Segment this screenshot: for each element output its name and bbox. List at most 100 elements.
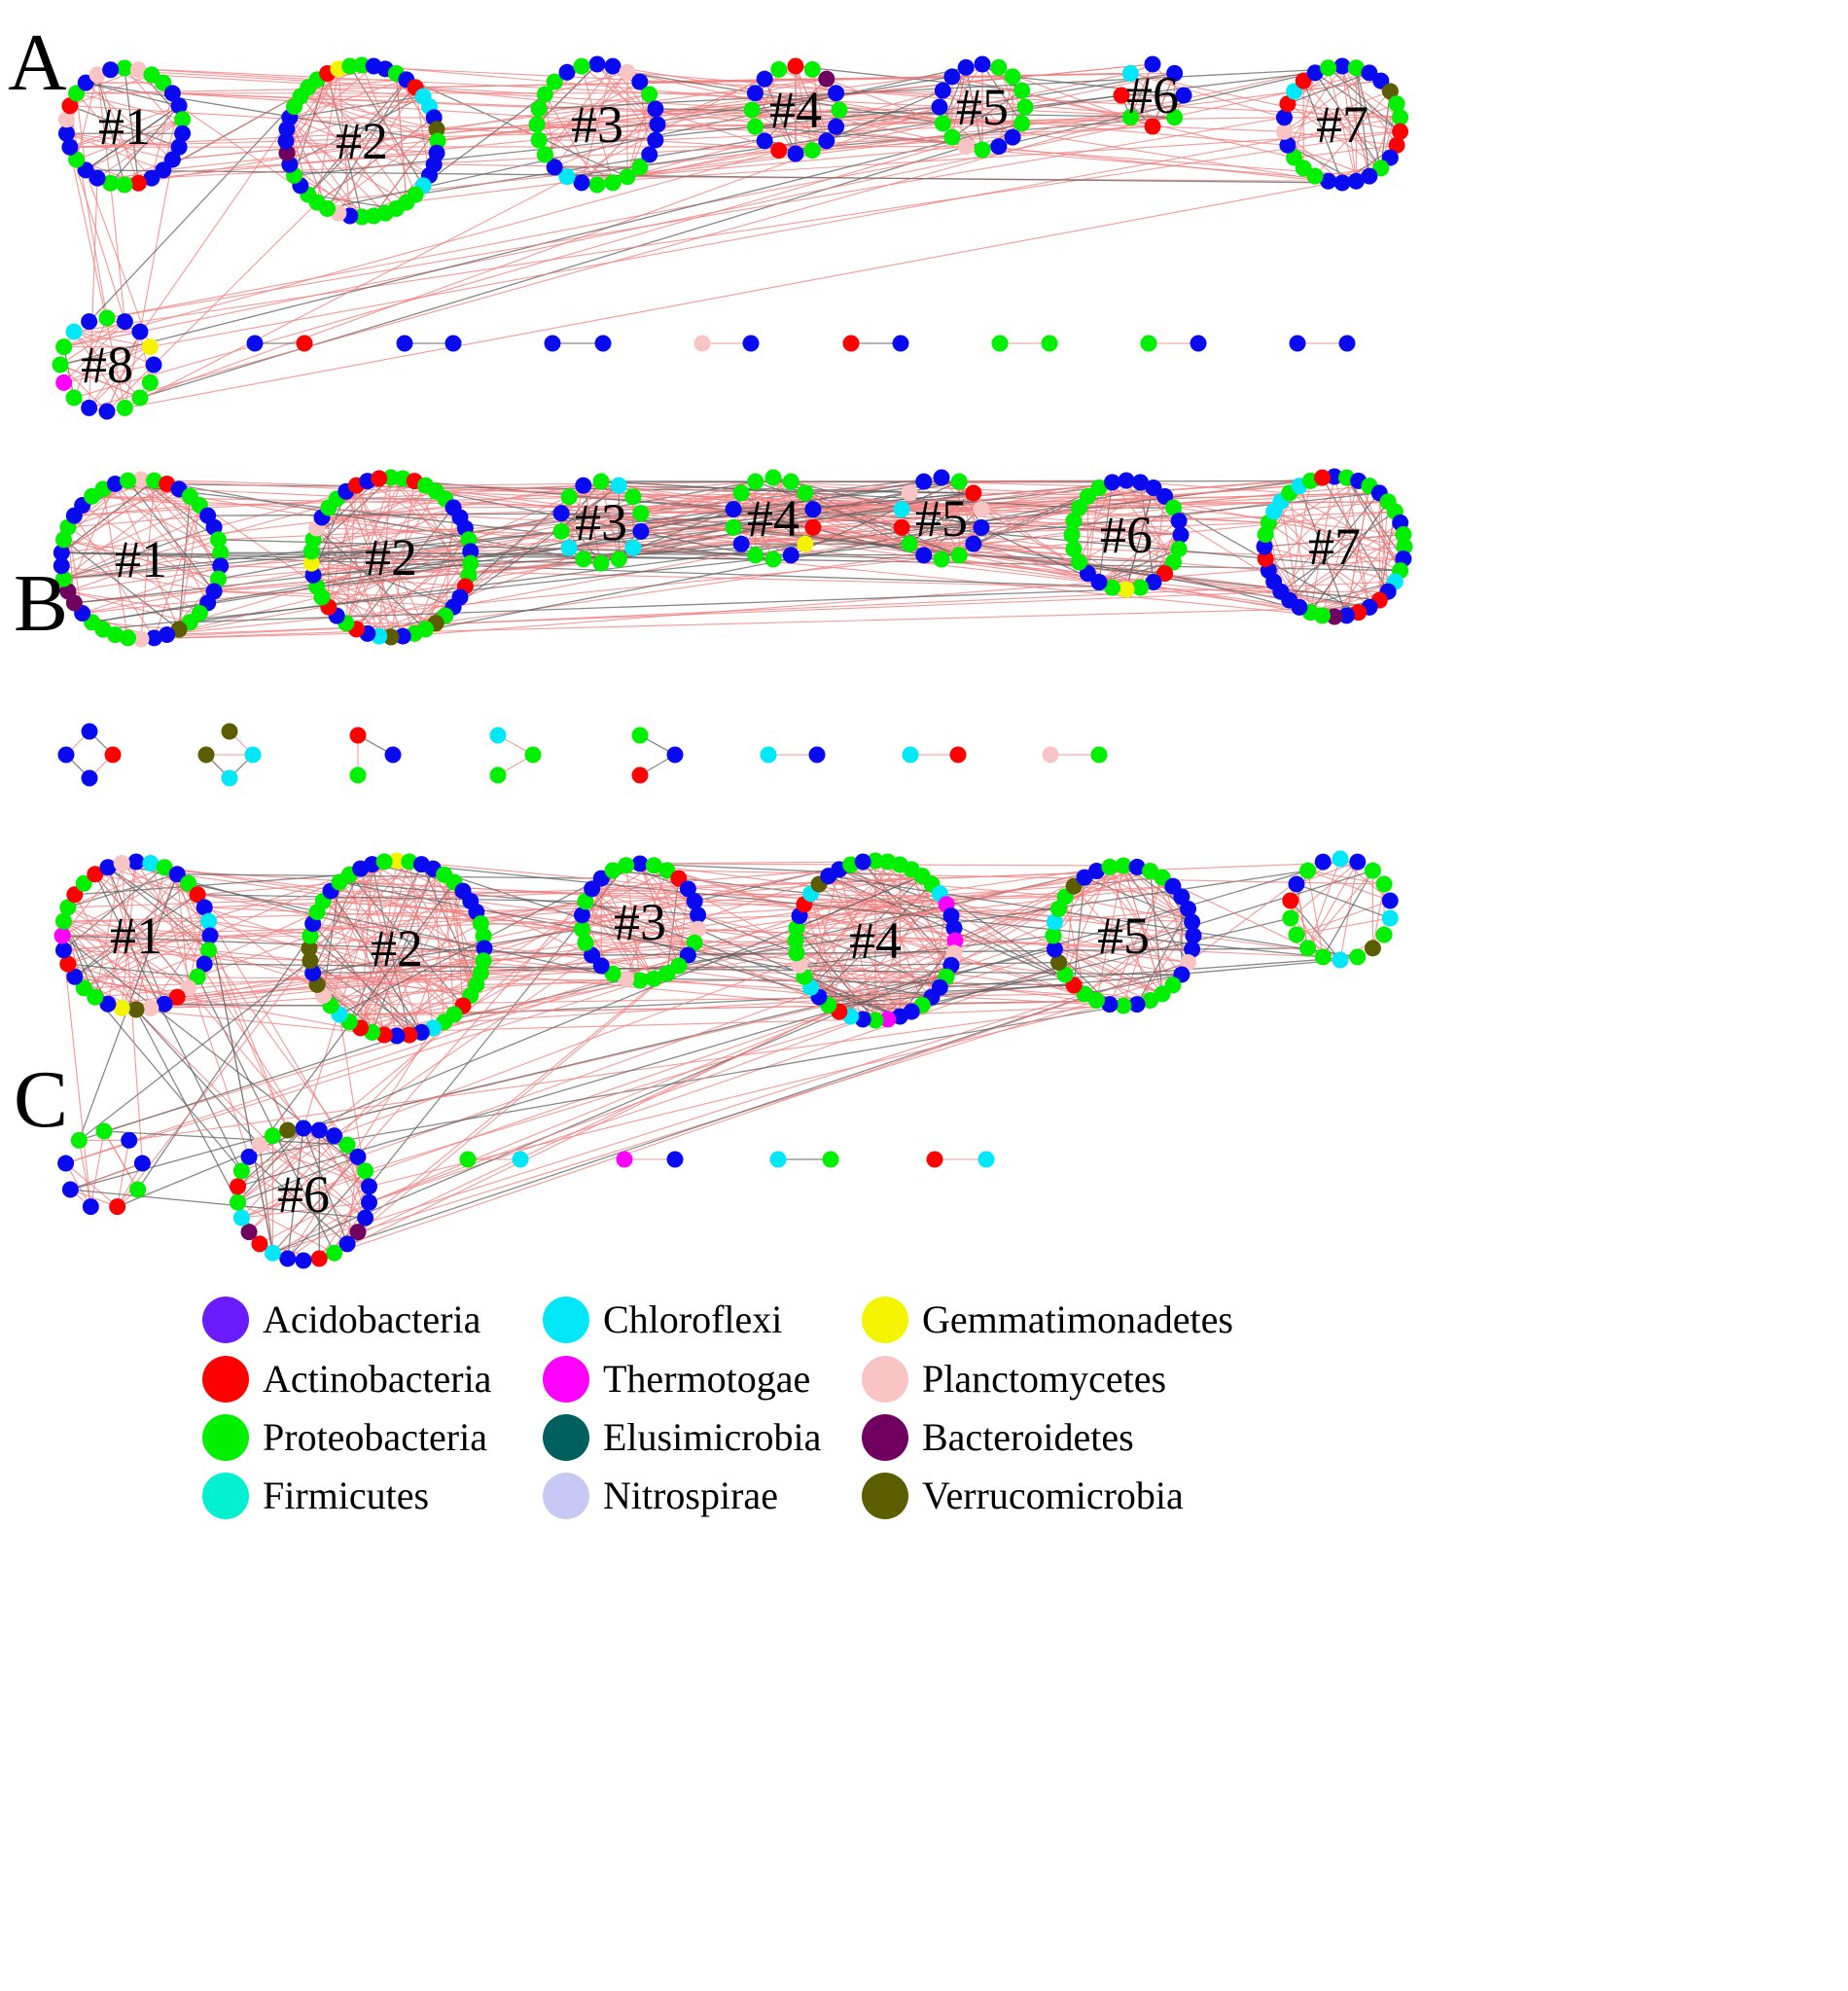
taxon-node [575, 551, 592, 568]
taxon-node [1361, 167, 1378, 185]
panel-c-ring-x-internal-edge [1296, 900, 1391, 936]
taxon-node [1338, 607, 1356, 624]
taxon-node [61, 97, 79, 115]
panel-0-cluster-8-internal-edge [124, 331, 141, 409]
inter-cluster-edge [178, 105, 309, 196]
inter-cluster-edge [697, 914, 797, 942]
taxon-node [1004, 68, 1021, 86]
legend-label: Chloroflexi [603, 1298, 782, 1341]
inter-cluster-edge [204, 907, 1324, 958]
cluster-label: #7 [1308, 517, 1361, 576]
taxon-node [82, 1198, 99, 1216]
taxon-node [212, 557, 230, 575]
inter-cluster-edge [369, 1018, 864, 1203]
inter-cluster-edge [959, 554, 1174, 563]
panel-c-ring-y-internal-edge [70, 1162, 143, 1191]
inter-cluster-edge [220, 551, 960, 556]
taxon-node [1113, 87, 1130, 104]
cluster-label: #5 [956, 78, 1009, 136]
inter-cluster-edge [338, 881, 933, 998]
taxon-node [353, 208, 371, 226]
taxon-node [195, 955, 213, 973]
panel-2-cluster-3-internal-edge [582, 914, 695, 943]
panel-1-cluster-2-internal-edge [367, 480, 472, 552]
taxon-node [142, 1000, 160, 1017]
inter-cluster-edge [613, 870, 1308, 975]
taxon-node [116, 176, 133, 194]
taxon-node [1288, 926, 1305, 943]
panel-1-cluster-1-internal-edge [114, 483, 180, 630]
cluster-label: #4 [849, 911, 902, 970]
inter-cluster-edge [383, 861, 592, 956]
taxon-node [1049, 900, 1067, 917]
panel-0-cluster-1-internal-edge [124, 67, 183, 134]
panel-1-cluster-7-internal-edge [1280, 501, 1300, 608]
panel-c-ring-x-internal-edge [1290, 900, 1341, 961]
panel-0-cluster-2-internal-edge [285, 95, 424, 142]
panel-1-cluster-2-internal-edge [378, 477, 392, 637]
taxon-node [632, 522, 650, 540]
panel-0-cluster-1-internal-edge [96, 119, 183, 179]
taxon-node [357, 1162, 374, 1180]
taxon-node [209, 570, 227, 587]
taxon-node [1282, 892, 1299, 909]
taxon-node [528, 116, 546, 133]
taxon-node [87, 866, 104, 883]
taxon-node [1071, 553, 1088, 571]
taxon-node [974, 55, 991, 73]
taxon-node [1101, 996, 1119, 1013]
inter-cluster-edge [940, 956, 1358, 988]
taxon-node [1381, 909, 1399, 927]
panel-c-ring-x-internal-edge [1307, 861, 1359, 949]
taxon-node [168, 866, 186, 883]
panel-1-cluster-7-internal-edge [1298, 485, 1348, 617]
cluster-label: #6 [277, 1165, 330, 1224]
panel-1-cluster-1-internal-edge [63, 539, 221, 567]
panel-1-cluster-7-internal-edge [1263, 533, 1404, 548]
panel-1-cluster-1-internal-edge [67, 483, 116, 592]
inter-cluster-edge [89, 79, 318, 409]
taxon-node [573, 907, 590, 924]
pair-node [1190, 335, 1207, 352]
inter-cluster-edge [208, 949, 359, 1157]
panel-0-cluster-1-internal-edge [151, 92, 173, 179]
taxon-node [180, 979, 197, 997]
taxon-node [1275, 123, 1293, 140]
taxon-node [375, 853, 393, 871]
taxon-node [251, 1136, 268, 1154]
motif-node [384, 746, 402, 764]
taxon-node [1063, 526, 1081, 544]
inter-cluster-edge [1173, 507, 1404, 536]
taxon-node [933, 551, 950, 568]
inter-cluster-edge [980, 511, 1396, 528]
panel-1-cluster-1-internal-edge [63, 488, 180, 580]
taxon-node [592, 870, 610, 887]
panel-2-cluster-3-internal-edge [591, 888, 698, 930]
inter-cluster-edge [812, 125, 1154, 152]
panel-b-letter: B [14, 558, 68, 649]
taxon-node [205, 518, 223, 536]
panel-0-cluster-8-internal-edge [63, 321, 125, 383]
motif-node [489, 727, 507, 744]
panel-c-ring-x-internal-edge [1296, 861, 1358, 885]
taxon-node [1184, 913, 1201, 931]
taxon-node [631, 855, 649, 872]
taxon-node [1175, 87, 1192, 104]
inter-cluster-edge [204, 907, 471, 997]
inter-cluster-edge [287, 1027, 434, 1260]
panel-1-cluster-2-internal-edge [311, 562, 469, 576]
panel-2-cluster-3-internal-edge [653, 865, 689, 956]
taxon-node [1375, 926, 1393, 943]
taxon-node [645, 970, 662, 987]
taxon-node [143, 169, 160, 187]
panel-0-cluster-2-internal-edge [289, 117, 363, 218]
legend-swatch [543, 1414, 589, 1461]
legend-label: Thermotogae [603, 1357, 810, 1401]
taxon-node [113, 854, 130, 871]
motif-node [81, 723, 98, 740]
panel-0-cluster-3-internal-edge [581, 65, 658, 125]
taxon-node [592, 554, 610, 572]
motif-node [57, 746, 75, 764]
panel-0-cluster-8-internal-edge [59, 321, 125, 366]
panel-c-ring-x-internal-edge [1339, 858, 1391, 902]
